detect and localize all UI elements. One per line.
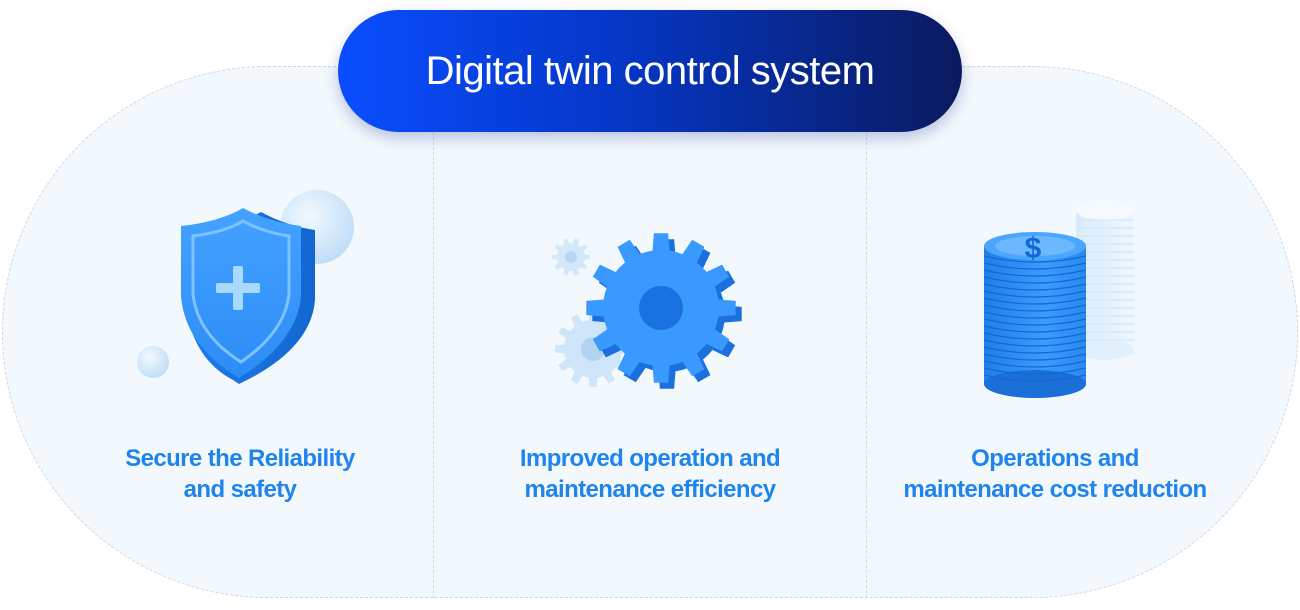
page-title: Digital twin control system [425, 48, 875, 93]
feature-card-efficiency: Improved operation and maintenance effic… [435, 150, 865, 590]
coin-stack-icon: $ [983, 200, 1134, 398]
feature-label-line: maintenance cost reduction [903, 476, 1207, 503]
feature-label-line: Improved operation and [519, 445, 781, 472]
feature-label-line: and safety [183, 476, 297, 503]
feature-label-line: maintenance efficiency [524, 476, 777, 503]
column-divider [433, 132, 434, 598]
feature-card-cost: $ Operations and maintenance cost reduct… [840, 150, 1270, 590]
feature-label: Secure the Reliability and safety [25, 443, 455, 505]
shield-plus-icon [137, 190, 354, 384]
feature-label: Improved operation and maintenance effic… [435, 443, 865, 505]
gears-icon [552, 233, 742, 389]
feature-label-line: Operations and [971, 445, 1139, 472]
feature-card-reliability: Secure the Reliability and safety [25, 150, 455, 590]
title-banner: Digital twin control system [338, 10, 962, 132]
feature-label-line: Secure the Reliability [125, 445, 355, 472]
dollar-icon: $ [1025, 232, 1042, 265]
feature-label: Operations and maintenance cost reductio… [840, 443, 1270, 505]
column-divider [866, 132, 867, 598]
